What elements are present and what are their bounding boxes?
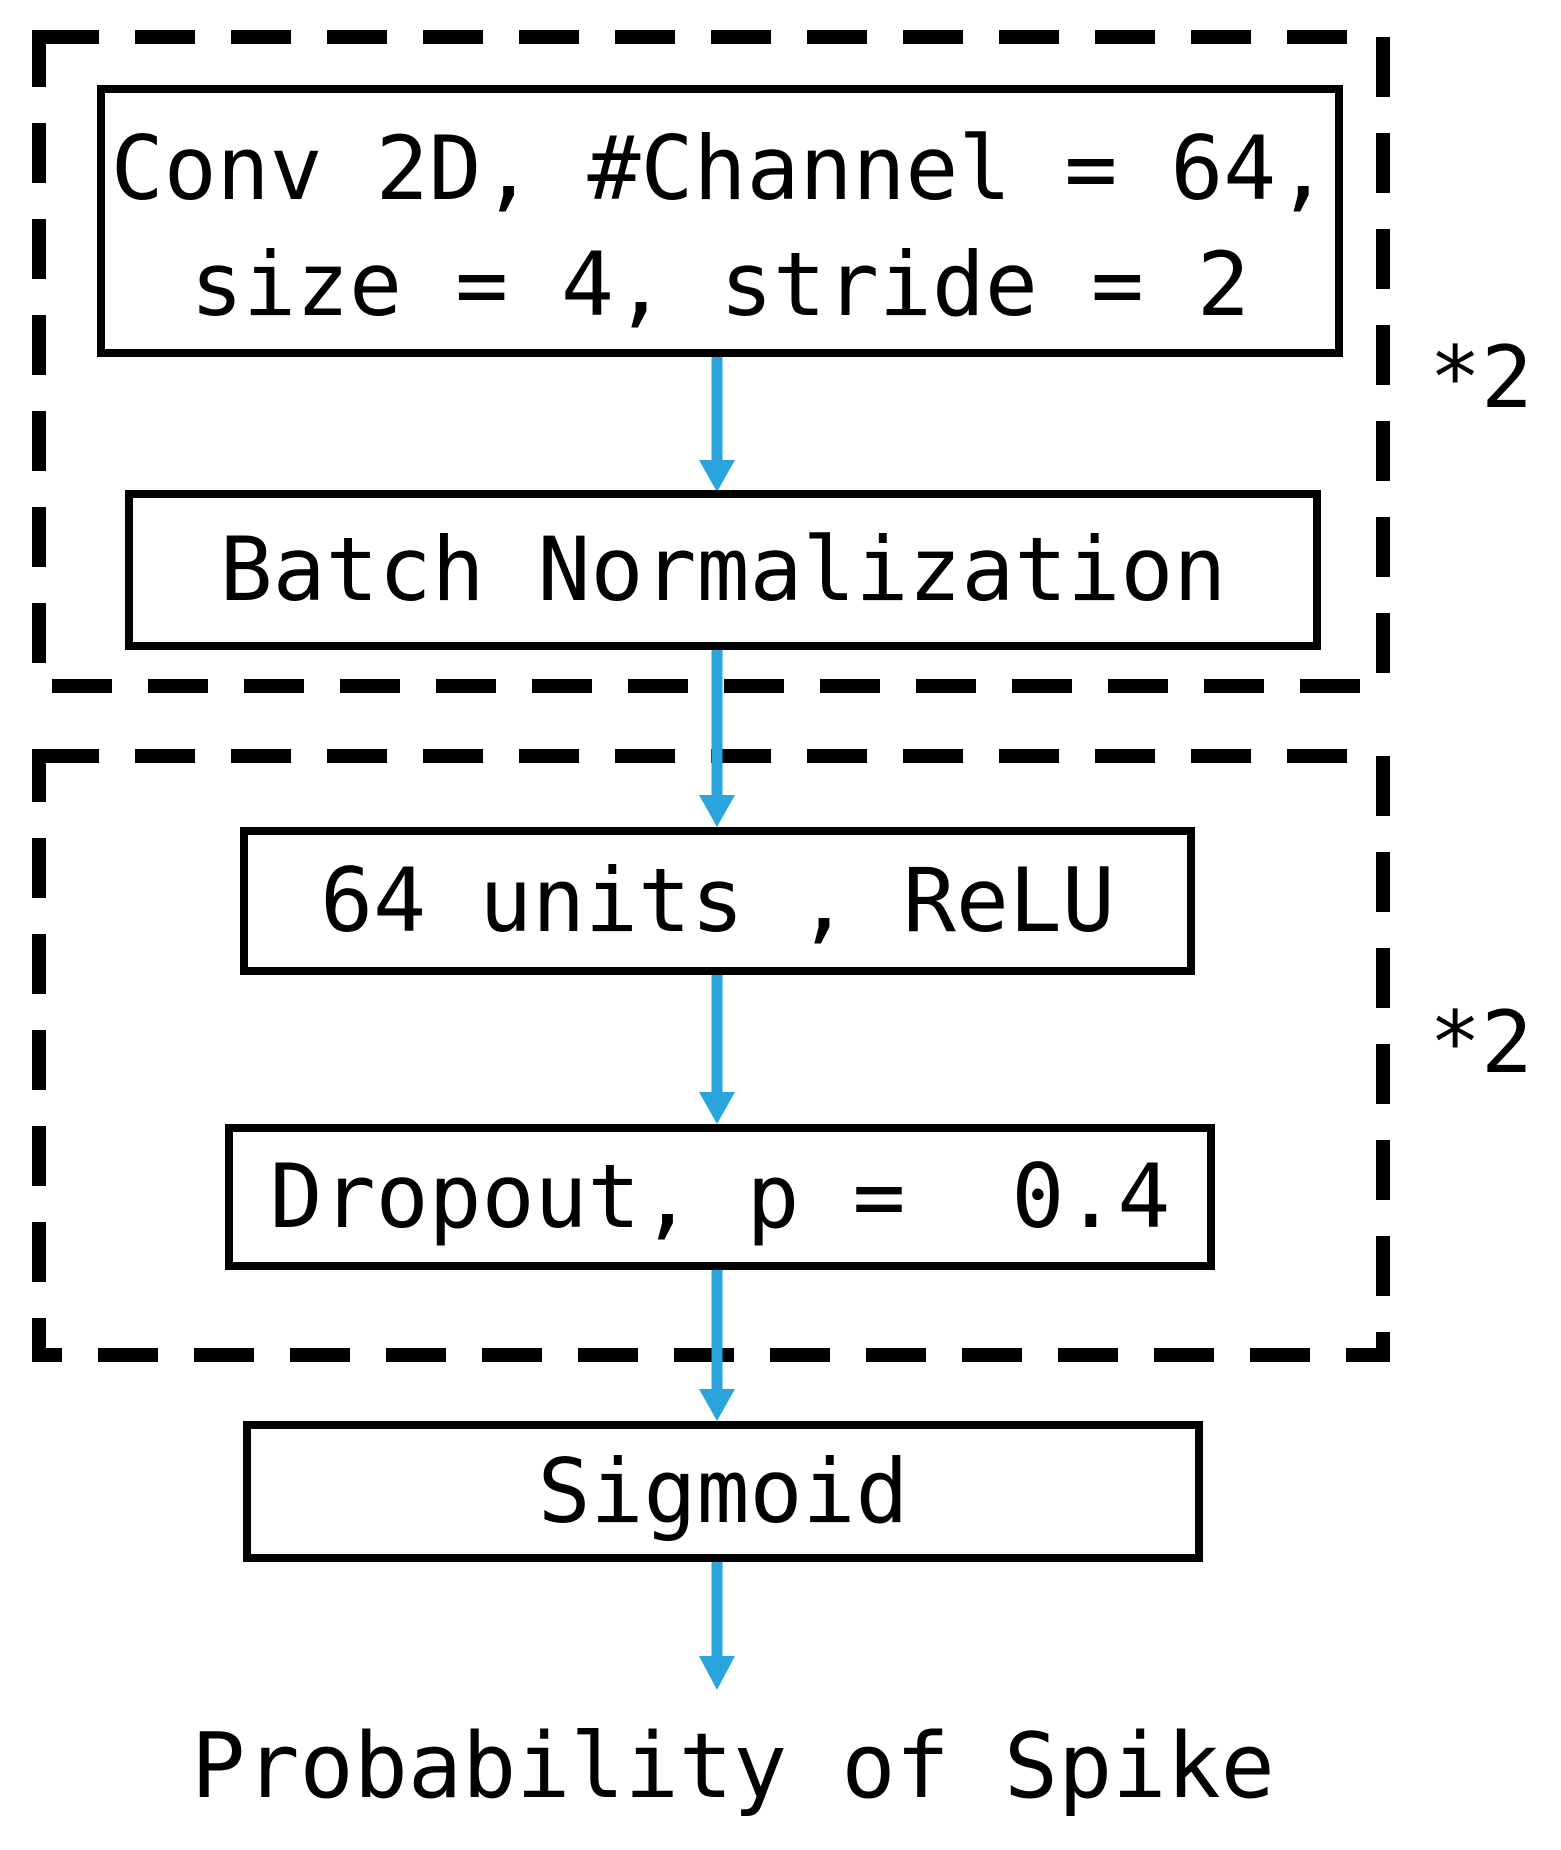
dense-block-repeat-label: *2 [1429, 993, 1533, 1093]
output-caption: Probability of Spike [191, 1714, 1275, 1819]
conv-block-dashed-outline [32, 30, 1390, 693]
batch-norm-layer-box: Batch Normalization [125, 490, 1321, 650]
conv2d-layer-box: Conv 2D, #Channel = 64, size = 4, stride… [97, 85, 1343, 357]
flow-arrow-batchnorm-to-dense [699, 650, 735, 827]
batch-norm-label: Batch Normalization [219, 518, 1227, 621]
dense-layer-label: 64 units , ReLU [320, 849, 1115, 952]
conv2d-label-line1: Conv 2D, #Channel = 64, [110, 117, 1330, 220]
dense-block-dashed-outline [32, 749, 1390, 1362]
flow-arrow-dropout-to-sigmoid [699, 1270, 735, 1421]
sigmoid-label: Sigmoid [537, 1439, 909, 1543]
conv2d-label-line2: size = 4, stride = 2 [190, 233, 1250, 336]
flow-arrow-dense-to-dropout [699, 975, 735, 1124]
flow-arrow-conv-to-batchnorm [699, 357, 735, 492]
dense-layer-box: 64 units , ReLU [240, 827, 1195, 975]
conv-block-repeat-label: *2 [1429, 328, 1533, 428]
dropout-label: Dropout, p = 0.4 [269, 1145, 1171, 1248]
flow-arrow-sigmoid-to-output [699, 1562, 735, 1690]
dropout-layer-box: Dropout, p = 0.4 [225, 1124, 1215, 1270]
sigmoid-layer-box: Sigmoid [243, 1421, 1203, 1562]
